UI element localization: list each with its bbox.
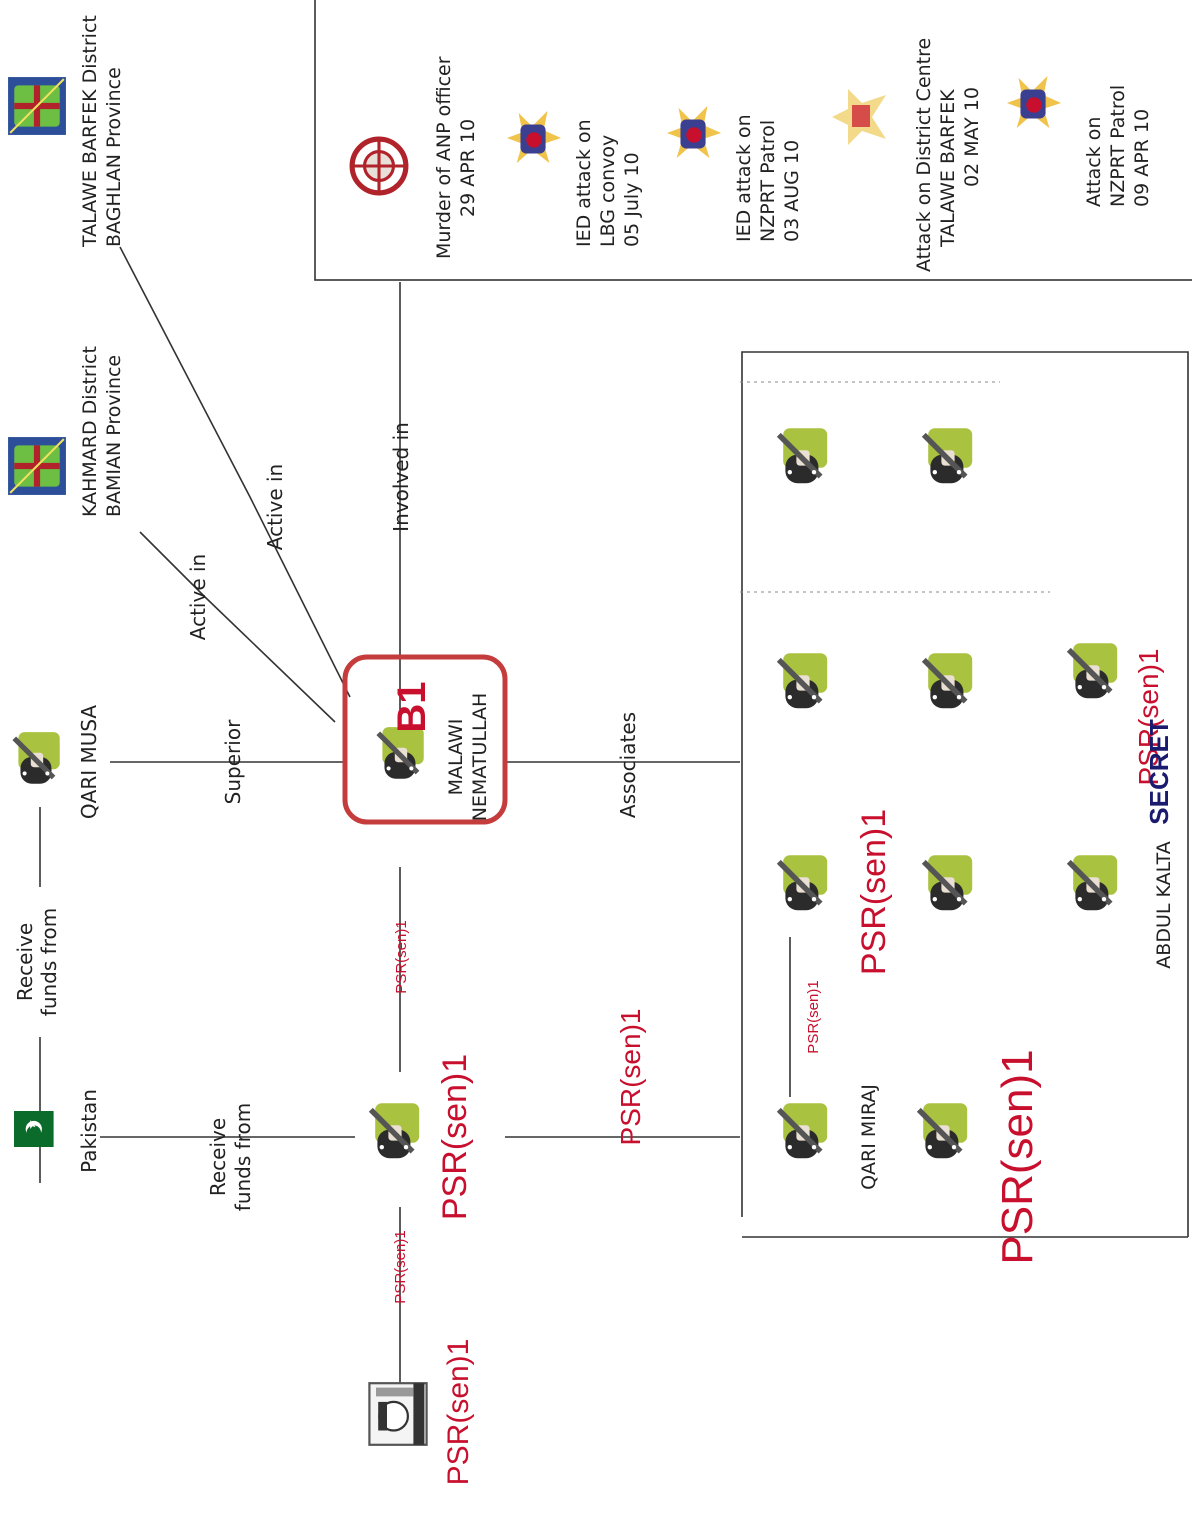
svg-text:LBG convoy: LBG convoy [597,135,619,247]
highlight-box-b1 [342,654,508,825]
event-ied-nzprt-label: IED attack on NZPRT Patrol 03 AUG 10 [733,114,803,242]
svg-text:03 AUG 10: 03 AUG 10 [781,140,803,242]
abdul-kalta-label: ABDUL KALTA [1153,841,1175,968]
event-attack-nzprt-label: Attack on NZPRT Patrol 09 APR 10 [1083,85,1153,207]
redacted-person-icon [371,1103,419,1158]
svg-text:BAMIAN Province: BAMIAN Province [103,355,125,517]
redacted-person-label: PSR(sen)1 [436,1054,474,1220]
svg-text:TALAWE BARFEK District: TALAWE BARFEK District [79,15,101,248]
edge-malawi-kahmard [139,531,336,723]
svg-text:Receive: Receive [13,923,37,1001]
svg-text:BAGHLAN Province: BAGHLAN Province [103,67,125,247]
redacted-associate-c1-r2: PSR(sen)1 [993,1049,1042,1264]
redacted-associate-c2-r1: PSR(sen)1 [855,809,893,975]
qari-miraj-icon [779,1103,827,1158]
svg-text:29 APR 10: 29 APR 10 [457,119,479,217]
ied-lbg-event-icon [506,110,562,164]
malawi-nematullah-icon [378,727,423,779]
svg-text:funds from: funds from [231,1103,255,1211]
murder-event-icon [352,139,406,193]
redacted-edge-qarimiraj: PSR(sen)1 [805,980,822,1053]
kahmard-label: KAHMARD District BAMIAN Province [79,346,125,517]
qari-musa-label: QARI MUSA [77,705,101,820]
events-box [314,0,1192,281]
svg-text:Attack on District Centre: Attack on District Centre [913,38,935,272]
event-district-centre-label: Attack on District Centre TALAWE BARFEK … [913,38,983,272]
svg-text:funds from: funds from [37,908,61,1016]
classification-marking: SECRET [1144,719,1174,825]
svg-text:NZPRT Patrol: NZPRT Patrol [757,120,779,242]
svg-text:KAHMARD District: KAHMARD District [79,346,101,517]
malawi-nematullah-label: MALAWI NEMATULLAH [445,693,491,822]
associates-box [741,351,1189,1237]
associate-icon-c3-r1 [779,653,827,708]
redacted-edge-associates: PSR(sen)1 [615,1009,646,1146]
qari-musa-icon [14,732,59,784]
district-centre-event-icon [832,89,886,145]
svg-text:NEMATULLAH: NEMATULLAH [469,693,491,822]
receive-funds-mid-label: Receive funds from [206,1103,255,1211]
abdul-kalta-icon [1069,855,1117,910]
svg-text:NZPRT Patrol: NZPRT Patrol [1107,85,1129,207]
edge-malawi-talawe [119,246,351,698]
pakistan-flag-icon [14,1111,68,1147]
associate-icon-c3-r2 [924,653,972,708]
svg-text:09 APR 10: 09 APR 10 [1131,109,1153,207]
involved-in-label: Involved in [389,422,413,532]
event-murder-label: Murder of ANP officer 29 APR 10 [433,56,479,259]
redacted-edge-malawi: PSR(sen)1 [393,920,410,993]
ied-nzprt-event-icon [666,105,722,159]
svg-text:IED attack on: IED attack on [733,114,755,242]
attack-nzprt-event-icon [1006,75,1062,129]
svg-text:Murder of ANP officer: Murder of ANP officer [433,56,455,259]
svg-text:05 July 10: 05 July 10 [621,152,643,247]
active-in-label-1: Active in [186,554,210,640]
talawe-location-icon [7,76,67,136]
kahmard-location-icon [7,436,67,496]
associate-icon-c2-r1 [779,855,827,910]
svg-text:Attack on: Attack on [1083,117,1105,207]
active-in-label-2: Active in [263,464,287,550]
qari-miraj-label: QARI MIRAJ [858,1084,880,1190]
superior-label: Superior [221,719,245,804]
associate-icon-c4-r2 [924,428,972,483]
b1-tag: B1 [390,681,434,732]
redacted-edge-idcard: PSR(sen)1 [392,1230,409,1303]
associate-icon-c1-r2 [919,1103,967,1158]
redacted-idcard-label: PSR(sen)1 [442,1339,475,1486]
mugshot-icon [368,1382,428,1446]
svg-text:02 MAY 10: 02 MAY 10 [961,87,983,187]
associate-icon-c4-r1 [779,428,827,483]
svg-text:MALAWI: MALAWI [445,719,467,796]
talawe-label: TALAWE BARFEK District BAGHLAN Province [79,15,125,248]
event-ied-lbg-label: IED attack on LBG convoy 05 July 10 [573,119,643,247]
receive-funds-top-label: Receive funds from [13,908,61,1016]
associate-icon-c3-r3 [1069,643,1117,698]
associates-label: Associates [616,712,640,818]
associate-icon-c2-r2 [924,855,972,910]
pakistan-label: Pakistan [77,1089,101,1173]
svg-text:TALAWE BARFEK: TALAWE BARFEK [937,89,959,248]
redacted-associate-c3-r3: PSR(sen)1 [1133,649,1164,786]
svg-text:IED attack on: IED attack on [573,119,595,247]
svg-text:Receive: Receive [206,1118,230,1196]
